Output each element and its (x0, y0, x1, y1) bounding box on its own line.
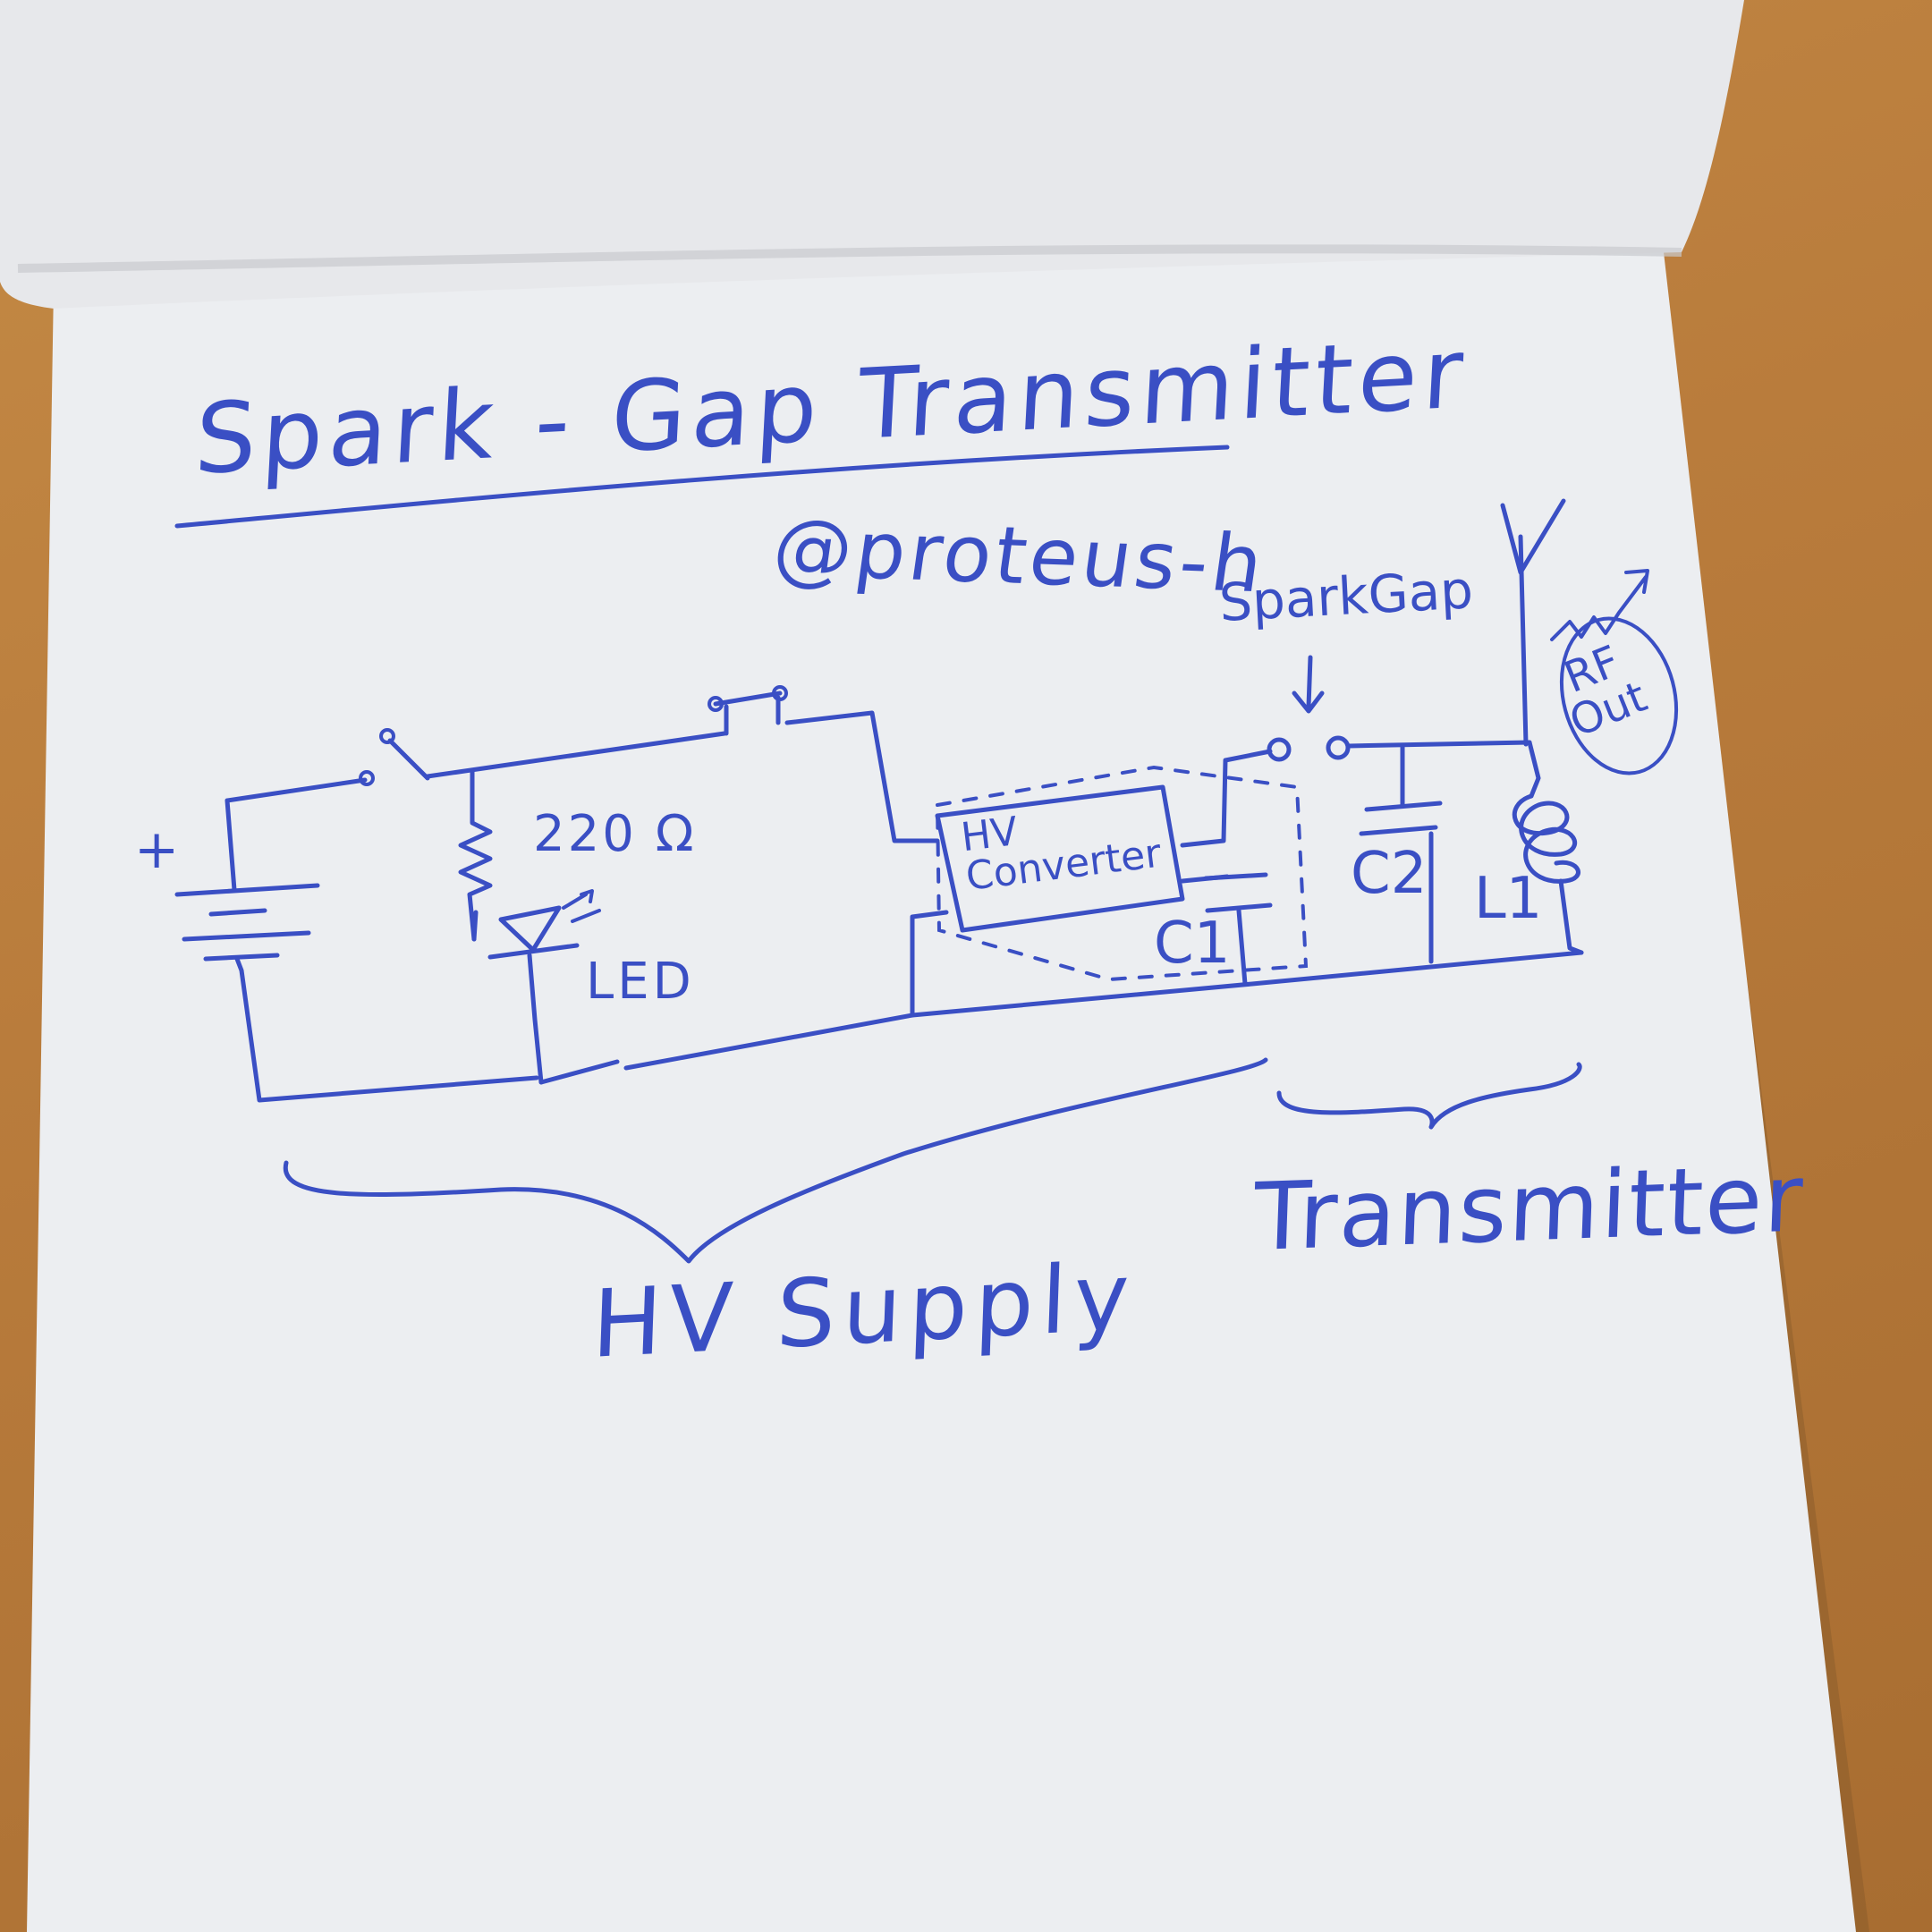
switch-2-symbol (708, 685, 788, 736)
ground-rail (538, 950, 1584, 1085)
wire-battery-top (225, 777, 368, 893)
l1-coil-symbol (1512, 740, 1584, 955)
transmitter-brace (1276, 1062, 1582, 1130)
wire-hv-bottom (910, 910, 949, 1018)
hv-supply-brace (283, 1057, 1268, 1264)
battery-plus-label: + (134, 818, 180, 881)
l1-label: L1 (1474, 866, 1543, 932)
battery-symbol (174, 883, 320, 962)
wire-led-ground (527, 953, 544, 1085)
hv-converter-enclosure (935, 765, 1309, 982)
antenna-symbol (1500, 498, 1566, 747)
wire-battery-bottom (234, 956, 539, 1103)
wire-spark-gap-right (1346, 740, 1532, 749)
wire-switch-1-out (425, 731, 727, 779)
paper-page (27, 252, 1856, 1932)
resistor-symbol (458, 768, 493, 942)
title-underline (174, 445, 1230, 529)
switch-1-symbol (359, 728, 430, 786)
wire-switch-2-out (784, 710, 940, 843)
wire-hv-out-top (1180, 749, 1273, 848)
c1-symbol (1203, 872, 1273, 987)
rf-out-circle (1559, 616, 1679, 775)
led-label: LED (586, 953, 695, 1011)
resistor-label: 220 Ω (533, 805, 697, 863)
author-handle: @proteus-h (767, 501, 1272, 611)
c2-label: C2 (1351, 841, 1428, 907)
rf-wave-arrow (1550, 569, 1649, 641)
curl-shade (17, 244, 1682, 273)
spark-gap-symbol (1267, 655, 1351, 762)
curled-page (0, 0, 1744, 309)
hv-converter-box (935, 784, 1185, 933)
transmitter-section-label: Transmitter (1252, 1143, 1807, 1272)
led-symbol (471, 889, 601, 960)
c2-symbol (1359, 743, 1443, 964)
c1-label: C1 (1154, 911, 1231, 977)
